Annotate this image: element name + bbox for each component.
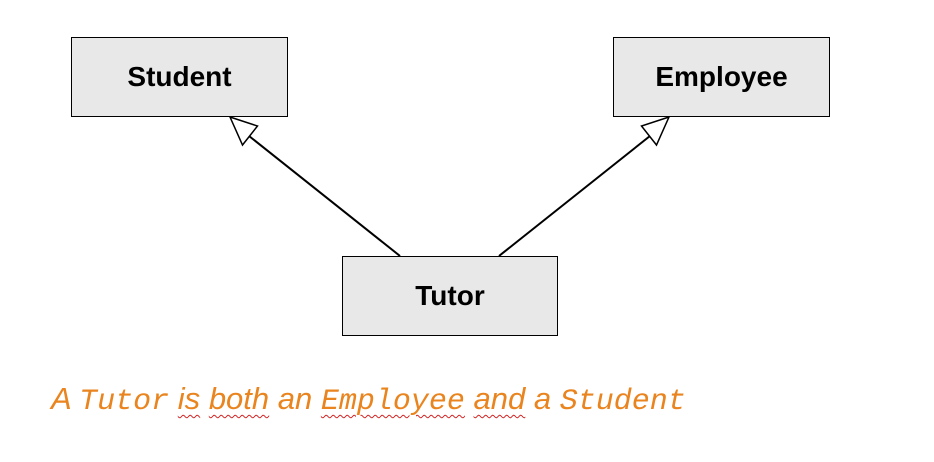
caption-word-and: and (473, 381, 526, 416)
arrow-line-tutor-employee (498, 131, 656, 257)
caption-code-student: Student (559, 385, 686, 419)
caption-code-tutor: Tutor (79, 385, 170, 419)
class-label-student: Student (127, 61, 232, 92)
arrow-line-tutor-student (243, 131, 401, 257)
caption-code-employee: Employee (320, 385, 465, 419)
caption-word: a (533, 381, 552, 416)
caption-word: an (277, 381, 313, 416)
caption-word: A (51, 381, 71, 416)
class-box-tutor[interactable]: Tutor (342, 256, 558, 336)
caption-word-both: both (208, 381, 270, 416)
caption-word-is: is (177, 381, 201, 416)
class-label-employee: Employee (655, 61, 788, 92)
arrowhead-student (228, 115, 259, 147)
class-box-employee[interactable]: Employee (613, 37, 830, 117)
arrowhead-employee (640, 115, 671, 147)
class-box-student[interactable]: Student (71, 37, 288, 117)
caption: A Tutor is both an Employee and a Studen… (51, 383, 686, 417)
class-label-tutor: Tutor (415, 280, 485, 311)
